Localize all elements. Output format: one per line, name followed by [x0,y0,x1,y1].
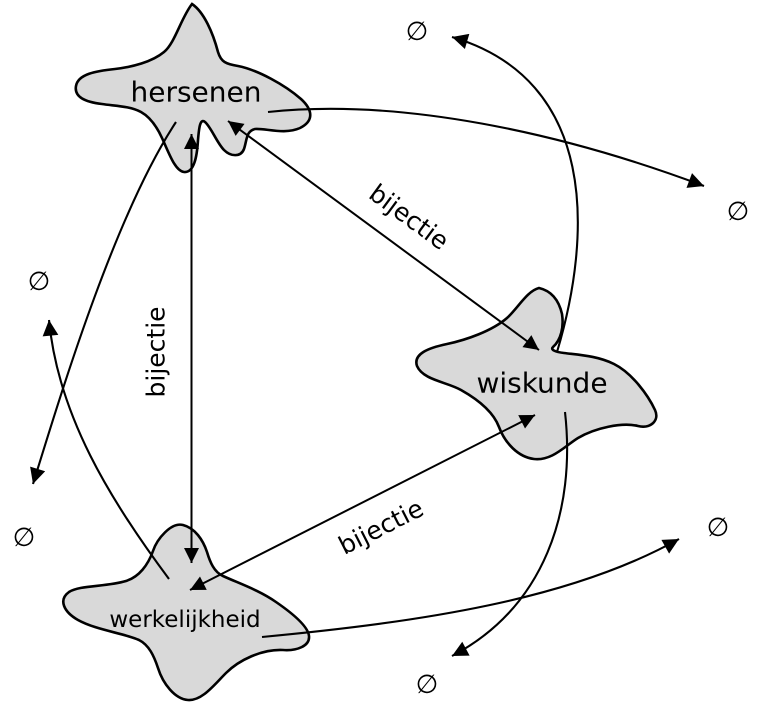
empty-set-arrow-werkelijkheid-right-lower [261,538,680,639]
empty-set-arrow-wiskunde-bottom [451,411,569,657]
hersenen-label: hersenen [130,76,261,109]
empty-set-symbol-left-upper: ∅ [28,267,51,297]
empty-set-symbol-right-lower: ∅ [707,513,730,543]
bijection-arrow-werkelijkheid-wiskunde [189,414,536,591]
empty-set-symbol-top: ∅ [406,17,429,47]
wiskunde-label: wiskunde [476,367,607,400]
bijection-label-werkelijkheid-wiskunde: bijectie [334,493,428,560]
empty-set-arrow-hersenen-right [267,107,705,188]
empty-set-arrow-hersenen-left-lower [30,121,177,485]
empty-set-symbol-right: ∅ [727,197,750,227]
empty-set-symbol-left-lower: ∅ [13,523,36,553]
werkelijkheid-label: werkelijkheid [109,607,260,633]
bijection-arrow-hersenen-wiskunde [227,120,540,351]
empty-set-arrow-werkelijkheid-left-upper [42,319,170,580]
empty-set-symbol-bottom: ∅ [416,670,439,700]
empty-set-arrow-wiskunde-top [451,33,579,353]
bijection-label-hersenen-werkelijkheid: bijectie [142,306,171,397]
bijection-label-hersenen-wiskunde: bijectie [364,178,455,255]
